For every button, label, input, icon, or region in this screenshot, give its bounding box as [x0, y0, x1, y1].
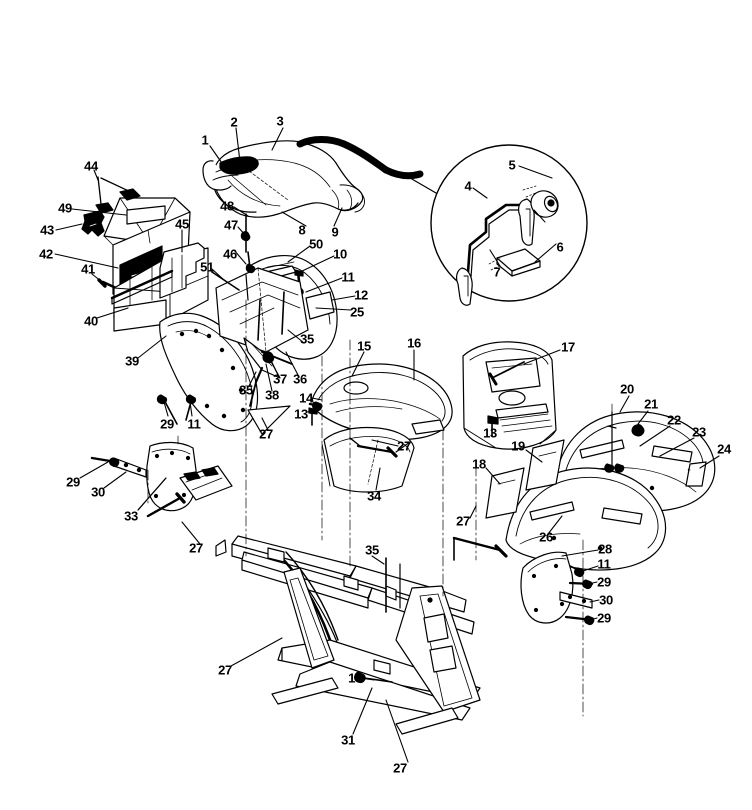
callout-38: 38	[265, 387, 279, 403]
alignment-centerlines	[147, 299, 691, 717]
callout-30: 30	[599, 592, 613, 608]
callout-35: 35	[300, 331, 314, 347]
callout-30: 30	[91, 484, 105, 500]
callout-22: 22	[667, 412, 681, 428]
callout-44: 44	[84, 158, 98, 174]
callout-8: 8	[298, 222, 306, 238]
callout-23: 23	[692, 424, 706, 440]
callout-11: 11	[187, 416, 201, 432]
callout-35: 35	[365, 542, 379, 558]
callout-13: 13	[294, 406, 308, 422]
callout-27: 27	[218, 662, 232, 678]
callout-13: 13	[348, 670, 362, 686]
callout-14: 14	[299, 390, 313, 406]
callout-50: 50	[309, 236, 323, 252]
callout-11: 11	[597, 556, 611, 572]
callout-39: 39	[125, 353, 139, 369]
callout-17: 17	[561, 339, 575, 355]
callout-5: 5	[508, 157, 516, 173]
callout-24: 24	[717, 441, 731, 457]
callout-47: 47	[224, 217, 238, 233]
console-pod	[462, 341, 557, 450]
seat-assembly	[202, 140, 365, 218]
callout-29: 29	[597, 574, 611, 590]
callout-10: 10	[333, 246, 347, 262]
center-body-assembly	[215, 255, 338, 435]
callout-26: 26	[539, 529, 553, 545]
flap-18	[485, 467, 525, 519]
callout-29: 29	[597, 610, 611, 626]
main-frame	[215, 535, 508, 735]
callout-13: 13	[483, 425, 497, 441]
callout-29: 29	[160, 416, 174, 432]
callout-33: 33	[124, 508, 138, 524]
callout-34: 34	[367, 488, 381, 504]
callout-49: 49	[58, 200, 72, 216]
fastener-group-left	[156, 394, 197, 425]
callout-9: 9	[331, 224, 339, 240]
callout-15: 15	[357, 338, 371, 354]
callout-21: 21	[644, 396, 658, 412]
callout-27: 27	[189, 540, 203, 556]
callout-2: 2	[230, 114, 238, 130]
leader-lines	[54, 127, 720, 763]
left-front-fender	[159, 312, 259, 432]
callout-18: 18	[472, 456, 486, 472]
callout-35: 35	[239, 382, 253, 398]
callout-43: 43	[40, 222, 54, 238]
fastener-20-21	[604, 411, 645, 473]
callout-12: 12	[354, 287, 368, 303]
hood-assembly	[308, 363, 453, 493]
flap-19	[525, 439, 565, 491]
callout-51: 51	[200, 259, 214, 275]
left-mudflap-group	[90, 441, 233, 518]
callout-42: 42	[39, 246, 53, 262]
callout-19: 19	[511, 438, 525, 454]
right-rear-fender-lower	[505, 467, 667, 571]
callout-1: 1	[201, 132, 209, 148]
callout-4: 4	[464, 178, 472, 194]
callout-16: 16	[407, 335, 421, 351]
callout-41: 41	[81, 261, 95, 277]
callout-40: 40	[84, 313, 98, 329]
right-mudflap-group	[520, 551, 595, 626]
callout-27: 27	[456, 513, 470, 529]
callout-27: 27	[259, 426, 273, 442]
callout-36: 36	[293, 371, 307, 387]
callout-25: 25	[350, 304, 364, 320]
callout-29: 29	[66, 474, 80, 490]
callout-48: 48	[220, 198, 234, 214]
callout-45: 45	[175, 216, 189, 232]
callout-3: 3	[276, 113, 284, 129]
callout-27: 27	[393, 760, 407, 776]
callout-20: 20	[620, 381, 634, 397]
callout-31: 31	[341, 732, 355, 748]
callout-46: 46	[223, 246, 237, 262]
callout-7: 7	[493, 264, 501, 280]
callout-11: 11	[341, 269, 355, 285]
callout-37: 37	[273, 371, 287, 387]
detail-circle	[404, 144, 588, 306]
rear-grab-bar	[296, 136, 424, 180]
callout-27: 27	[397, 438, 411, 454]
callout-6: 6	[556, 239, 564, 255]
callout-28: 28	[598, 541, 612, 557]
